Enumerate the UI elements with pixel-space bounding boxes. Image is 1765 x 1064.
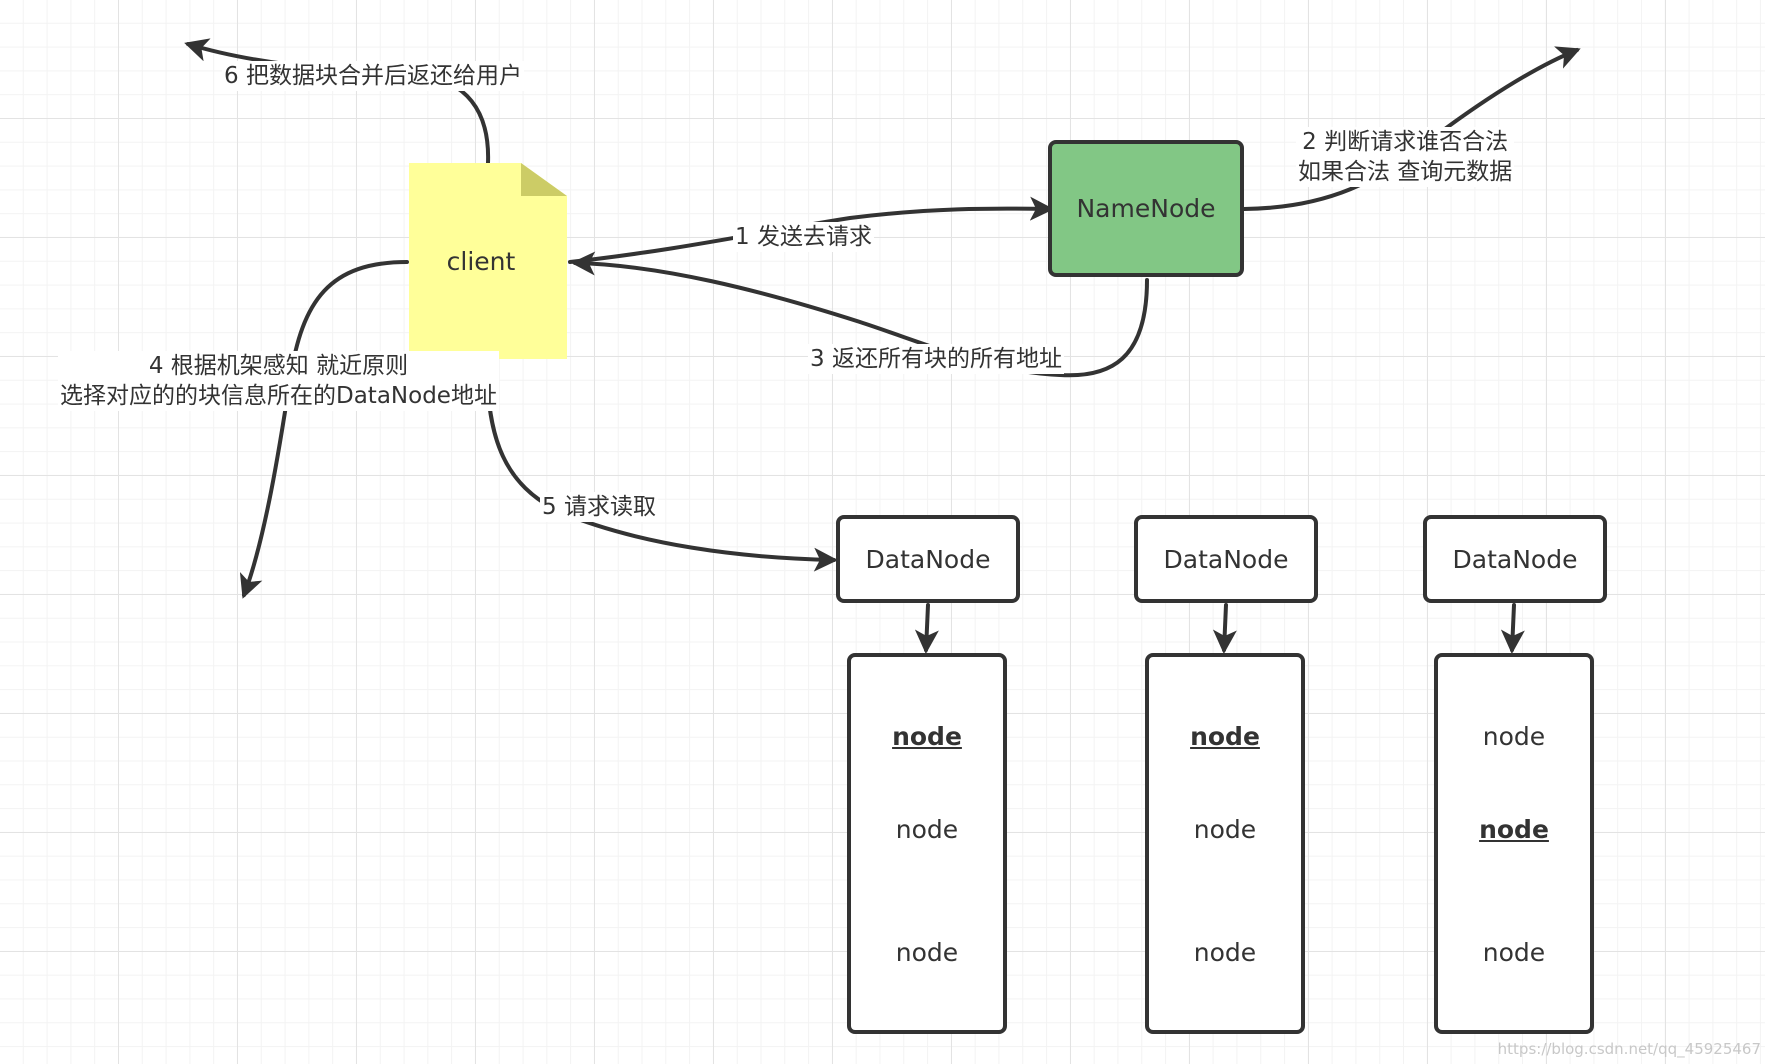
edge-label-step3: 3 返还所有块的所有地址 (808, 344, 1064, 374)
block-cell-1-3: node (895, 938, 959, 967)
block-cell-3-2: node (1479, 815, 1549, 844)
block-cell-2-3: node (1193, 938, 1257, 967)
client-label: client (446, 246, 516, 276)
edge-step4 (239, 260, 409, 599)
edge-label-step6: 6 把数据块合并后返还给用户 (222, 61, 524, 91)
edge-label-step1: 1 发送去请求 (733, 222, 874, 252)
block-cell-1-2: node (895, 815, 959, 844)
edge-label-step2-line2: 如果合法 查询元数据 (1298, 159, 1513, 185)
block-column-2[interactable]: node node node (1145, 653, 1305, 1034)
edge-label-step5: 5 请求读取 (540, 492, 658, 522)
block-column-1[interactable]: node node node (847, 653, 1007, 1034)
block-cell-1-1: node (892, 722, 962, 751)
edge-datanode3-blocks (1500, 603, 1525, 654)
datanode-box-2[interactable]: DataNode (1134, 515, 1318, 603)
block-cell-3-3: node (1482, 938, 1546, 967)
watermark: https://blog.csdn.net/qq_45925467 (1497, 1040, 1761, 1058)
datanode-label: DataNode (865, 544, 991, 574)
namenode-box[interactable]: NameNode (1048, 140, 1244, 277)
block-cell-2-2: node (1193, 815, 1257, 844)
edge-label-step2: 2 判断请求谁否合法 如果合法 查询元数据 (1296, 127, 1515, 187)
edge-label-step4: 4 根据机架感知 就近原则 选择对应的的块信息所在的DataNode地址 (58, 351, 499, 411)
edge-step5 (485, 360, 838, 572)
datanode-box-3[interactable]: DataNode (1423, 515, 1607, 603)
datanode-label: DataNode (1452, 544, 1578, 574)
block-cell-2-1: node (1190, 722, 1260, 751)
datanode-label: DataNode (1163, 544, 1289, 574)
edge-step1 (568, 196, 1054, 264)
edge-label-step4-line2: 选择对应的的块信息所在的DataNode地址 (60, 383, 497, 409)
block-column-3[interactable]: node node node (1434, 653, 1594, 1034)
datanode-box-1[interactable]: DataNode (836, 515, 1020, 603)
block-cell-3-1: node (1482, 722, 1546, 751)
edge-datanode1-blocks (914, 603, 939, 654)
namenode-label: NameNode (1076, 194, 1216, 223)
edge-datanode2-blocks (1212, 603, 1237, 654)
edge-label-step2-line1: 2 判断请求谁否合法 (1302, 129, 1509, 155)
edge-label-step4-line1: 4 根据机架感知 就近原则 (148, 353, 409, 379)
